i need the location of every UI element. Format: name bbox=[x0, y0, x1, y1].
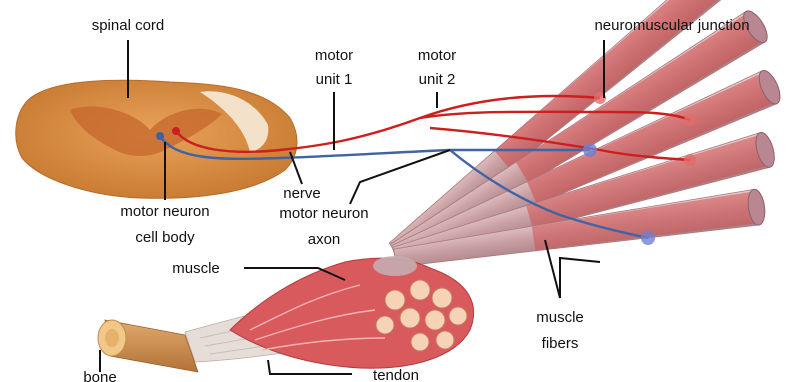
label-tendon: tendon bbox=[373, 367, 419, 382]
label-motor-neuron-axon-line2: axon bbox=[308, 231, 341, 248]
muscle-fibers-illustration bbox=[383, 0, 784, 276]
label-motor-unit-1-line2: unit 1 bbox=[316, 71, 353, 88]
label-muscle: muscle bbox=[172, 260, 220, 277]
label-motor-unit-2-line2: unit 2 bbox=[419, 71, 456, 88]
label-bone: bone bbox=[83, 369, 116, 382]
label-motor-neuron-cell-body-line2: cell body bbox=[135, 229, 195, 246]
label-muscle-fibers-line2: fibers bbox=[542, 335, 579, 352]
label-motor-unit-1-line1: motor bbox=[315, 47, 353, 64]
spinal-cord-illustration bbox=[16, 80, 297, 198]
label-motor-neuron-cell-body-line1: motor neuron bbox=[120, 203, 209, 220]
label-nerve: nerve bbox=[283, 185, 321, 202]
label-motor-unit-2-line1: motor bbox=[418, 47, 456, 64]
label-motor-neuron-axon-line1: motor neuron bbox=[279, 205, 368, 222]
label-muscle-fibers-line1: muscle bbox=[536, 309, 584, 326]
label-neuromuscular-junction: neuromuscular junction bbox=[594, 17, 749, 34]
label-spinal-cord: spinal cord bbox=[92, 17, 165, 34]
bone-illustration bbox=[98, 320, 198, 372]
